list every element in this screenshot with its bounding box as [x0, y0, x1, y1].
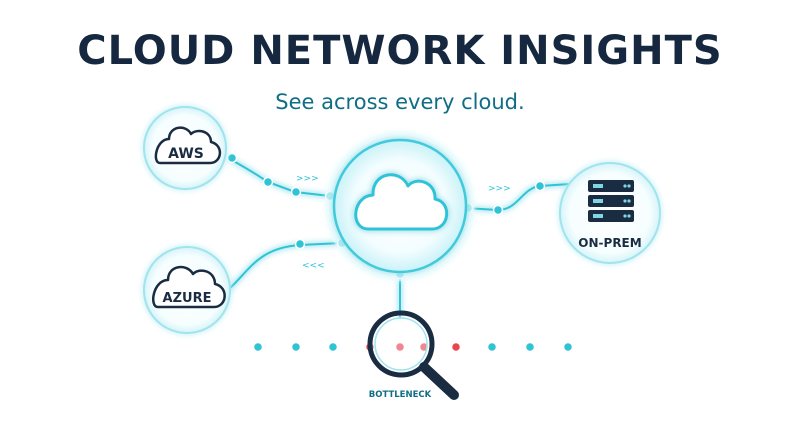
- flow-marker-aws-hub: >>>: [296, 174, 319, 184]
- on-prem-label: ON-PREM: [578, 236, 641, 250]
- bottleneck-inspector[interactable]: BOTTLENECK: [367, 310, 459, 400]
- page-subtitle: See across every cloud.: [275, 90, 525, 114]
- data-line-dots: [252, 341, 574, 353]
- data-dot: [486, 341, 498, 353]
- azure-label: AZURE: [163, 291, 212, 306]
- hub-node[interactable]: [325, 131, 475, 281]
- page-title: CLOUD NETWORK INSIGHTS: [77, 28, 723, 74]
- link-dot: [226, 152, 238, 164]
- aws-node[interactable]: AWS: [143, 106, 227, 190]
- server-rack-icon: [588, 180, 634, 222]
- link-dot: [492, 204, 504, 216]
- alert-dot: [450, 341, 462, 353]
- cloud-icon: [152, 265, 226, 309]
- flow-marker-hub-azure: <<<: [302, 261, 325, 271]
- alert-dot: [394, 341, 406, 353]
- data-dot: [562, 341, 574, 353]
- cloud-icon: [354, 173, 449, 231]
- bottleneck-label: BOTTLENECK: [369, 390, 432, 400]
- azure-node[interactable]: AZURE: [143, 246, 231, 334]
- data-dot: [524, 341, 536, 353]
- link-dot: [262, 176, 274, 188]
- data-dot: [252, 341, 264, 353]
- link-dot: [294, 238, 306, 250]
- azure-to-hub-link: [227, 242, 343, 291]
- hub-to-onprem-link: [464, 183, 571, 212]
- cloud-icon: [154, 126, 222, 165]
- link-dot: [534, 180, 546, 192]
- aws-label: AWS: [168, 146, 204, 162]
- link-dot: [290, 186, 302, 198]
- data-dot: [290, 341, 302, 353]
- magnifier-icon: [367, 310, 459, 400]
- on-prem-node[interactable]: ON-PREM: [559, 162, 661, 264]
- flow-marker-hub-onprem: >>>: [488, 184, 511, 194]
- data-dot: [327, 341, 339, 353]
